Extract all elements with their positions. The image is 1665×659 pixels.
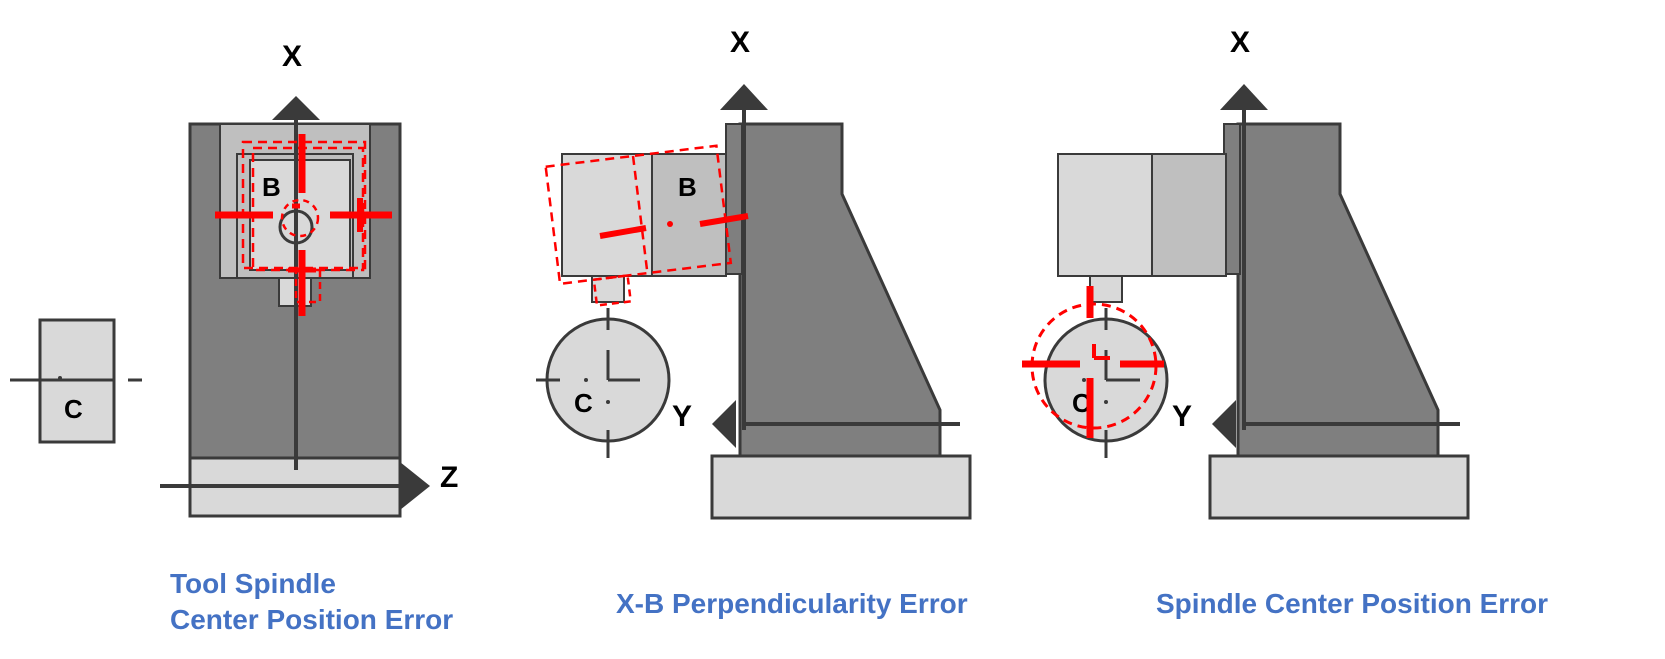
spindle-head-3 [1057, 153, 1227, 303]
x-axis-label: X [282, 40, 302, 73]
y-axis-side-2: Y [672, 400, 960, 448]
caption-line: X-B Perpendicularity Error [616, 588, 968, 619]
c-table-label-3: C [1072, 388, 1091, 418]
column-side-2 [738, 122, 942, 458]
x-axis-side-2: X [720, 26, 768, 430]
c-table-2: C [536, 308, 671, 458]
spindle-center-position-error-marks [1022, 286, 1164, 438]
perpendicularity-error-marks [544, 144, 749, 307]
base-side-3 [1208, 454, 1470, 520]
z-axis-label: Z [440, 461, 458, 494]
x-axis-side-3: X [1220, 26, 1268, 430]
c-table-3: C [1043, 308, 1169, 458]
b-spindle-label: B [262, 172, 281, 202]
x-axis-label-3: X [1230, 26, 1250, 59]
c-table-label: C [64, 394, 83, 424]
base-side-2 [710, 454, 972, 520]
caption-line: Spindle Center Position Error [1156, 588, 1549, 619]
x-axis-label-2: X [730, 26, 750, 59]
panel-xb-perpendicularity: B C X Y [536, 26, 972, 520]
caption-xb-perpendicularity: X-B Perpendicularity Error [616, 586, 968, 622]
z-axis-front: Z [160, 461, 458, 510]
caption-tool-spindle-center: Tool Spindle Center Position Error [170, 566, 453, 638]
y-axis-label-2: Y [672, 400, 692, 433]
panel-tool-spindle-center: C B X Z [10, 40, 458, 518]
y-axis-side-3: Y [1172, 400, 1460, 448]
column-side-3 [1236, 122, 1440, 458]
spindle-center-error-marks [215, 134, 392, 316]
c-table-label-2: C [574, 388, 593, 418]
caption-line: Tool Spindle [170, 568, 336, 599]
y-axis-label-3: Y [1172, 400, 1192, 433]
caption-spindle-center-position: Spindle Center Position Error [1156, 586, 1548, 622]
caption-line: Center Position Error [170, 604, 454, 635]
panel-spindle-center-position: C X Y [1022, 26, 1470, 520]
c-table-block: C [10, 318, 142, 444]
b-spindle-head-2: B [561, 153, 727, 303]
b-spindle-label-2: B [678, 172, 697, 202]
